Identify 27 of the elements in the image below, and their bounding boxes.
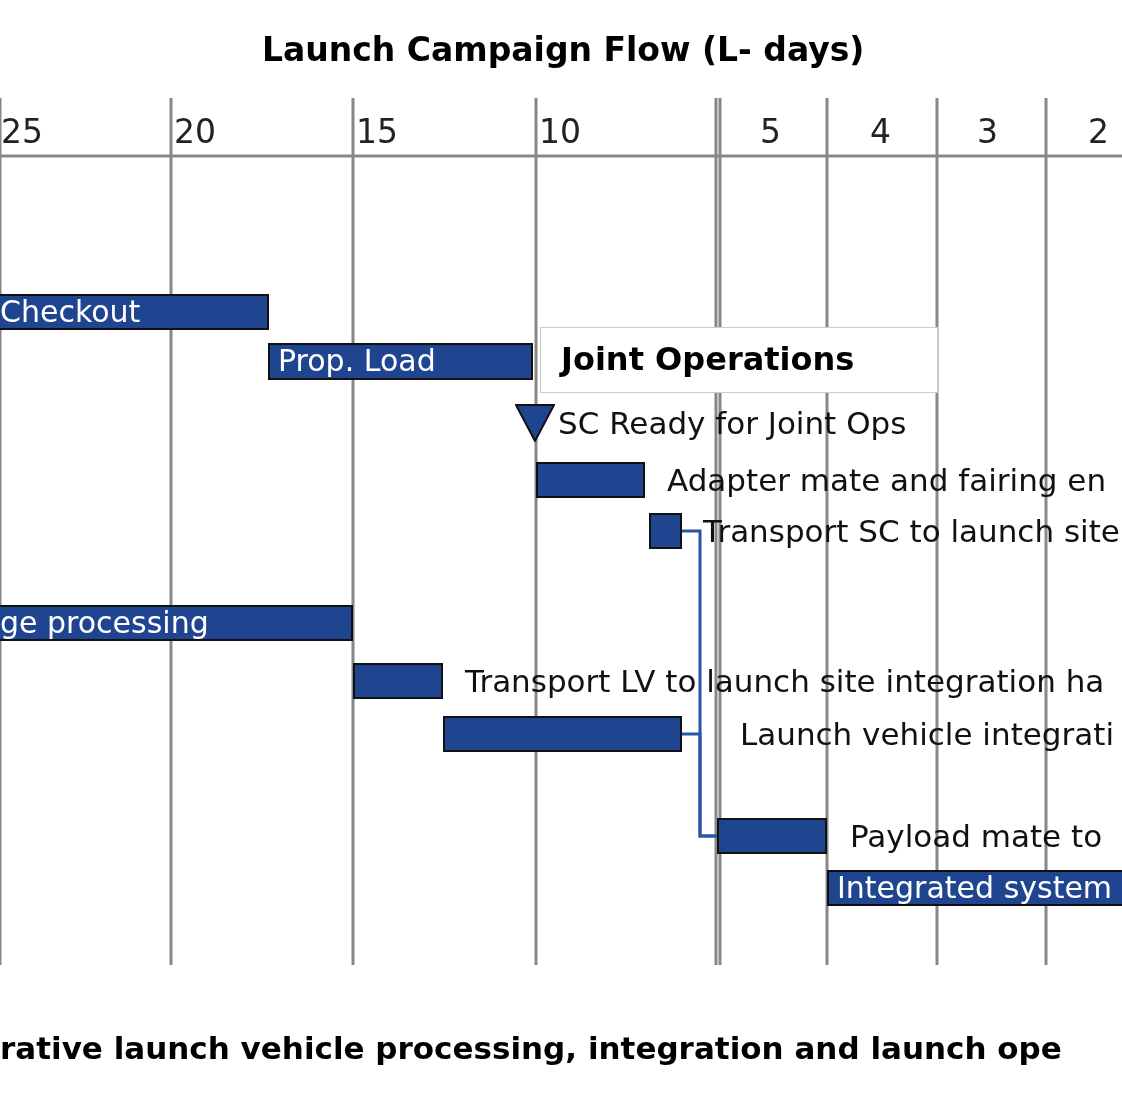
task-bar: Checkout (0, 294, 269, 330)
task-bar (649, 513, 682, 549)
tick-label: 5 (760, 112, 781, 151)
tick-label: 10 (539, 112, 581, 151)
task-bar (717, 818, 827, 854)
task-bar: Integrated system (827, 870, 1122, 906)
task-label: Transport SC to launch site (703, 513, 1120, 549)
tick-label: 25 (1, 112, 43, 151)
task-label: Adapter mate and fairing en (667, 462, 1107, 498)
task-label: Transport LV to launch site integration ha (465, 663, 1105, 699)
tick-label: 2 (1088, 112, 1109, 151)
task-bar (536, 462, 645, 498)
task-bar: Prop. Load (268, 343, 533, 380)
task-bar (443, 716, 682, 752)
tick-label: 4 (870, 112, 891, 151)
chart-title: Launch Campaign Flow (L- days) (262, 30, 865, 69)
task-bar (353, 663, 443, 699)
tick-label: 3 (977, 112, 998, 151)
tick-label: 15 (356, 112, 398, 151)
task-label: SC Ready for Joint Ops (558, 405, 907, 441)
phase-heading: Joint Operations (540, 327, 938, 393)
task-label: Payload mate to (850, 818, 1103, 854)
task-label: Launch vehicle integrati (740, 716, 1115, 752)
tick-label: 20 (174, 112, 216, 151)
task-bar: ge processing (0, 605, 353, 641)
figure-caption: rative launch vehicle processing, integration and launch ope (0, 1030, 1062, 1066)
dependency-line (682, 732, 717, 838)
